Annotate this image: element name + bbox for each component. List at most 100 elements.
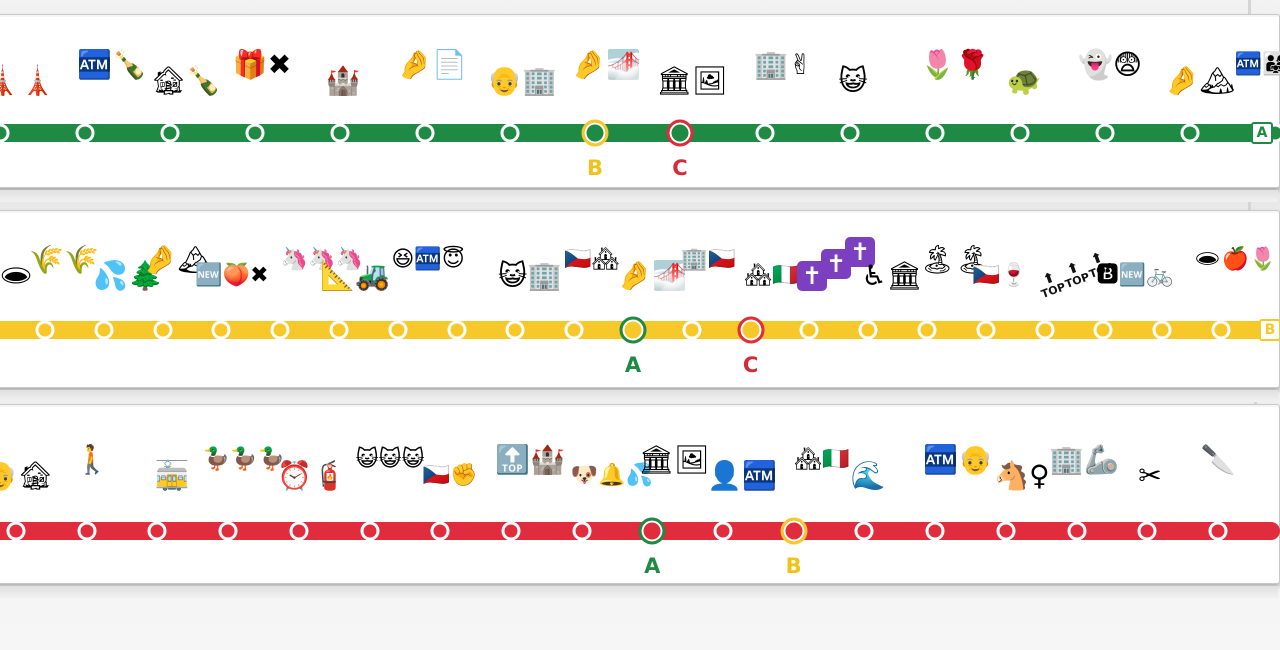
cats-icon: 😺😺😺 <box>355 447 425 472</box>
laughing-atm-icon: 😆🏧😇 <box>391 247 465 272</box>
station[interactable] <box>1180 123 1200 143</box>
panel-shadow <box>0 190 1278 202</box>
station[interactable] <box>854 521 874 541</box>
station[interactable] <box>505 320 525 340</box>
alarm-fire-extinguisher-icon: ⏰🧯 <box>277 459 347 492</box>
station[interactable] <box>1093 320 1113 340</box>
station[interactable] <box>35 320 55 340</box>
hand-bridge-icon: 🤌🌁 <box>617 259 687 292</box>
station[interactable] <box>1035 320 1055 340</box>
new-peach-icon: 🆕🍑✖ <box>195 263 269 288</box>
station[interactable] <box>218 521 238 541</box>
terminus-b: B <box>1259 319 1280 341</box>
station[interactable] <box>755 123 775 143</box>
station[interactable] <box>1137 521 1157 541</box>
transfer-label-b: B <box>586 156 604 180</box>
station[interactable] <box>160 123 180 143</box>
castle-icon: 🏰 <box>325 64 361 97</box>
station[interactable] <box>682 320 702 340</box>
panel-shadow <box>0 390 1278 402</box>
hole-icon: 🕳 <box>0 259 34 292</box>
station[interactable] <box>329 320 349 340</box>
silhouette-atm-icon: 👤🏧 <box>707 459 777 492</box>
unicorns-icon: 🦄🦄🦄 <box>280 247 364 272</box>
line-c-panel <box>0 404 1280 584</box>
station[interactable] <box>147 521 167 541</box>
station[interactable] <box>500 123 520 143</box>
station[interactable] <box>360 521 379 541</box>
top-castle-icon: 🔝🏰 <box>495 443 565 476</box>
station[interactable] <box>388 320 408 340</box>
station[interactable] <box>77 521 97 541</box>
frame-edge <box>1248 0 1251 14</box>
ruler-tractor-icon: 📐🚜 <box>320 259 390 292</box>
station[interactable] <box>447 320 467 340</box>
transfer-station-b[interactable] <box>581 119 609 147</box>
station[interactable] <box>572 521 592 541</box>
station[interactable] <box>211 320 231 340</box>
station[interactable] <box>501 521 521 541</box>
hand-mountain-icon: 🤌🏔 <box>142 243 214 276</box>
wave-icon: 🌊 <box>850 459 886 492</box>
station[interactable] <box>858 320 878 340</box>
cat-office-icon: 😺🏢 <box>497 259 563 292</box>
office-czech-icon: 🏢🇨🇿 <box>680 247 736 272</box>
transfer-station-c[interactable] <box>666 119 694 147</box>
station[interactable] <box>94 320 114 340</box>
atm-family-icon: 🏧👨‍👩‍👧 <box>1234 52 1280 77</box>
station[interactable] <box>713 521 733 541</box>
station[interactable] <box>75 123 95 143</box>
station[interactable] <box>153 320 173 340</box>
czech-fist-icon: 🇨🇿✊ <box>422 463 478 488</box>
czech-wine-icon: 🇨🇿🍷 <box>972 263 1028 288</box>
station[interactable] <box>430 521 450 541</box>
hole-apple-icon: 🕳🍎🌷 <box>1193 247 1277 272</box>
station[interactable] <box>245 123 265 143</box>
station[interactable] <box>415 123 435 143</box>
station[interactable] <box>330 123 350 143</box>
atm-champagne-icon: 🏧🍾 <box>77 48 147 81</box>
station[interactable] <box>1095 123 1115 143</box>
station[interactable] <box>917 320 937 340</box>
transfer-station-a[interactable] <box>619 316 647 344</box>
station[interactable] <box>289 521 309 541</box>
knife-icon: 🔪 <box>1200 443 1236 476</box>
station[interactable] <box>0 123 10 143</box>
tram-icon: 🚋 <box>154 459 190 492</box>
scissors-icon: ✂ <box>1138 459 1162 492</box>
horse-female-icon: 🐴♀ <box>994 459 1050 492</box>
hand-mountain-icon: 🤌🏔 <box>1164 64 1236 97</box>
cat-face-icon: 😺 <box>838 64 868 97</box>
station[interactable] <box>925 123 945 143</box>
person-walking-icon: 🚶 <box>74 443 110 476</box>
line-a-panel <box>0 14 1280 188</box>
islands-icon: 🏝🏝 <box>919 243 991 276</box>
ghost-face-icon: 👻😨 <box>1077 48 1143 81</box>
house-champagne-icon: 🏚🍾 <box>150 64 222 97</box>
station[interactable] <box>564 320 584 340</box>
station[interactable] <box>1010 123 1030 143</box>
line-b-panel <box>0 210 1280 388</box>
line-a-track <box>0 124 1262 142</box>
ducks-icon: 🦆🦆🦆 <box>202 447 286 472</box>
transfer-station-a[interactable] <box>638 517 666 545</box>
hand-bridge-icon: 🤌🌁 <box>571 48 641 81</box>
station[interactable] <box>925 521 945 541</box>
transfer-station-b[interactable] <box>780 517 808 545</box>
station[interactable] <box>1208 521 1228 541</box>
station[interactable] <box>1152 320 1172 340</box>
latin-cross-badges-icon: ✝ <box>845 237 875 267</box>
station[interactable] <box>6 521 26 541</box>
station[interactable] <box>840 123 860 143</box>
transfer-station-c[interactable] <box>737 316 765 344</box>
station[interactable] <box>976 320 996 340</box>
station[interactable] <box>270 320 290 340</box>
station[interactable] <box>996 521 1016 541</box>
office-victory-icon: 🏢✌ <box>753 48 813 81</box>
station[interactable] <box>799 320 819 340</box>
house-italy-icon: 🏘🇮🇹 <box>794 447 850 472</box>
station[interactable] <box>1067 521 1086 541</box>
station[interactable] <box>1211 320 1231 340</box>
face-office-icon: 👴🏢 <box>487 64 557 97</box>
transfer-label-c: C <box>742 353 759 377</box>
